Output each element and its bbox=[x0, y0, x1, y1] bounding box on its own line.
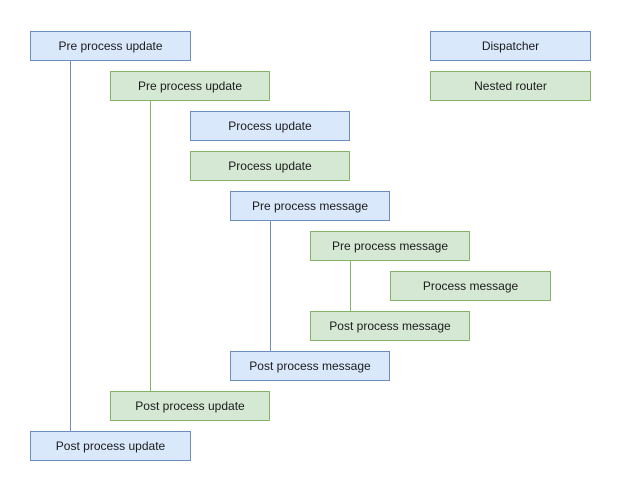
node-n2[interactable]: Pre process update bbox=[110, 71, 270, 101]
legend-item-dispatcher[interactable]: Dispatcher bbox=[430, 31, 591, 61]
connector-n5-to-n9 bbox=[270, 221, 271, 351]
node-n11[interactable]: Post process update bbox=[30, 431, 191, 461]
node-label: Pre process update bbox=[137, 79, 243, 93]
node-n5[interactable]: Pre process message bbox=[230, 191, 390, 221]
node-label: Pre process message bbox=[331, 239, 449, 253]
legend-item-label: Dispatcher bbox=[481, 39, 540, 53]
node-label: Post process message bbox=[329, 319, 451, 333]
node-n8[interactable]: Post process message bbox=[310, 311, 470, 341]
node-label: Process update bbox=[228, 119, 312, 133]
node-label: Post process update bbox=[55, 439, 166, 453]
legend-item-nested-router[interactable]: Nested router bbox=[430, 71, 591, 101]
node-label: Process message bbox=[422, 279, 519, 293]
node-n10[interactable]: Post process update bbox=[110, 391, 270, 421]
node-n4[interactable]: Process update bbox=[190, 151, 350, 181]
node-label: Post process update bbox=[135, 399, 245, 413]
node-label: Pre process update bbox=[58, 39, 163, 53]
legend-item-label: Nested router bbox=[474, 79, 547, 93]
node-n9[interactable]: Post process message bbox=[230, 351, 390, 381]
connector-n6-to-n8 bbox=[350, 261, 351, 311]
connector-n1-to-n11 bbox=[70, 61, 71, 431]
node-n7[interactable]: Process message bbox=[390, 271, 551, 301]
node-label: Process update bbox=[228, 159, 312, 173]
connector-n2-to-n10 bbox=[150, 101, 151, 391]
node-label: Pre process message bbox=[251, 199, 369, 213]
node-n3[interactable]: Process update bbox=[190, 111, 350, 141]
node-n1[interactable]: Pre process update bbox=[30, 31, 191, 61]
node-label: Post process message bbox=[249, 359, 371, 373]
node-n6[interactable]: Pre process message bbox=[310, 231, 470, 261]
